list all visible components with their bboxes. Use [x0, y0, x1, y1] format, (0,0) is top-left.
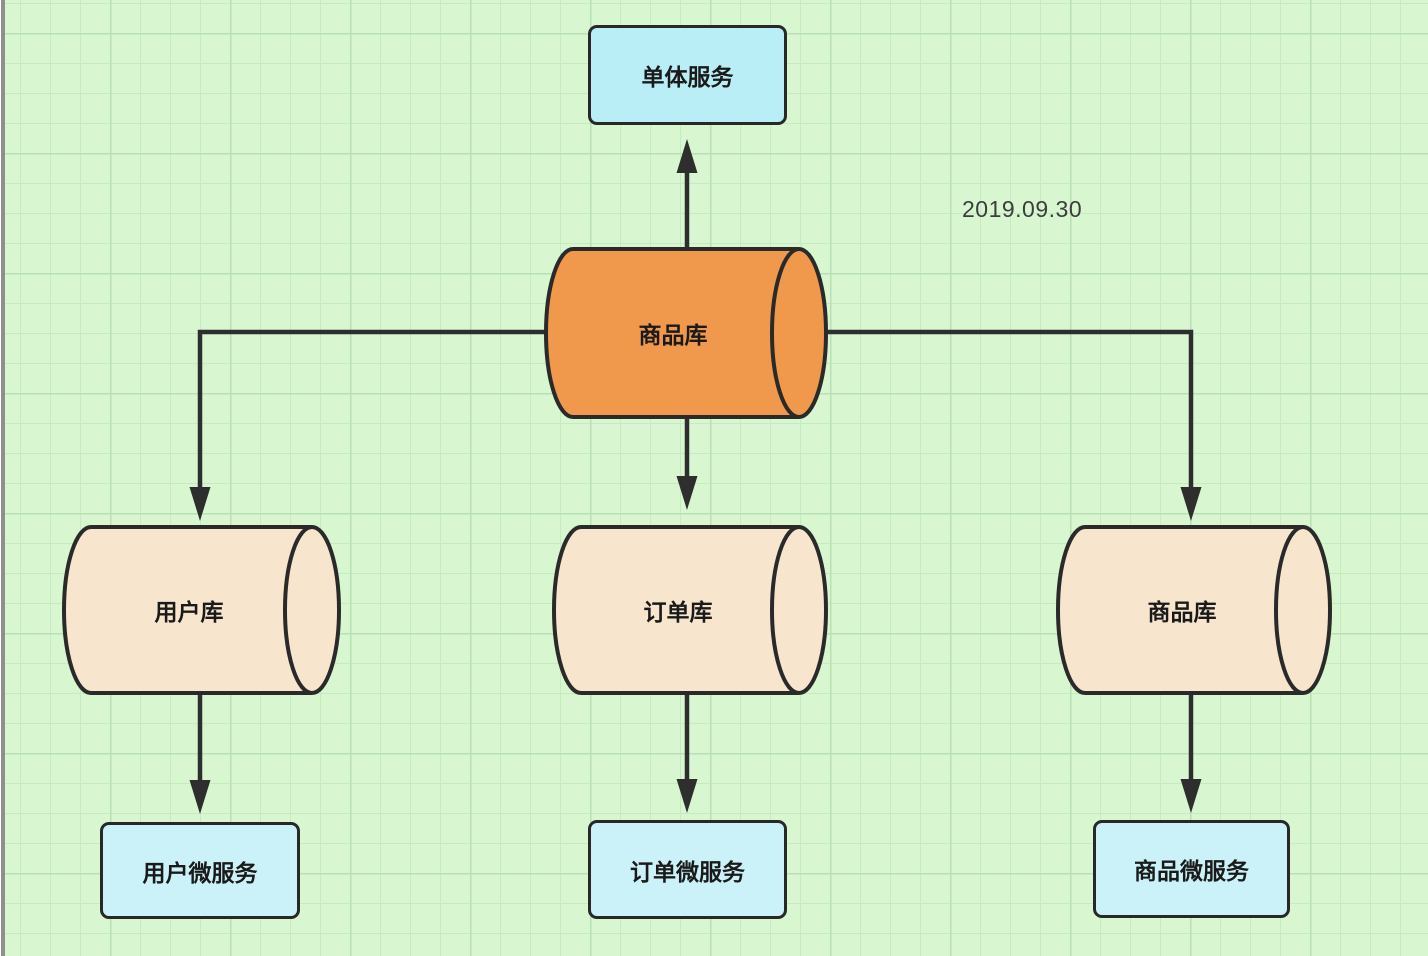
edge-product-db-to-product-microservice[interactable]	[1180, 691, 1202, 813]
arrowhead-up-icon	[676, 139, 698, 173]
cylinder-shape	[1056, 525, 1332, 695]
node-product-db[interactable]	[1056, 525, 1332, 695]
node-user-microservice[interactable]: 用户微服务	[100, 822, 300, 919]
node-label: 订单微服务	[630, 858, 745, 885]
arrowhead-down-icon	[189, 487, 211, 521]
node-user-db[interactable]	[62, 525, 341, 695]
cylinder-rim	[770, 525, 800, 695]
node-product-microservice[interactable]: 商品微服务	[1093, 820, 1290, 918]
node-label: 单体服务	[641, 64, 734, 90]
cylinder-shape	[552, 525, 828, 695]
cylinder-shape	[544, 247, 828, 419]
edge-central-db-to-order-db[interactable]	[676, 415, 698, 510]
cylinder-rim	[283, 525, 313, 695]
cylinder-rim	[770, 247, 800, 419]
cylinder-rim	[1274, 525, 1304, 695]
node-order-microservice[interactable]: 订单微服务	[588, 820, 787, 919]
edge-order-db-to-order-microservice[interactable]	[676, 691, 698, 813]
node-central-product-db[interactable]	[544, 247, 828, 419]
node-order-db[interactable]	[552, 525, 828, 695]
node-label: 用户微服务	[142, 859, 258, 886]
arrowhead-down-icon	[676, 476, 698, 510]
edge-central-db-to-user-db[interactable]	[189, 329, 550, 521]
arrowhead-down-icon	[1180, 487, 1202, 521]
left-scrollbar[interactable]	[0, 0, 5, 956]
date-annotation[interactable]: 2019.09.30	[962, 196, 1083, 222]
arrowhead-down-icon	[1180, 779, 1202, 813]
arrowhead-down-icon	[189, 780, 211, 814]
cylinder-shape	[62, 525, 341, 695]
arrowhead-down-icon	[676, 779, 698, 813]
edge-central-db-to-product-db[interactable]	[826, 329, 1202, 521]
edge-central-db-to-monolith[interactable]	[676, 139, 698, 252]
node-monolith-service[interactable]: 单体服务	[588, 25, 787, 125]
edge-user-db-to-user-microservice[interactable]	[189, 691, 211, 814]
node-label: 商品微服务	[1134, 858, 1249, 884]
